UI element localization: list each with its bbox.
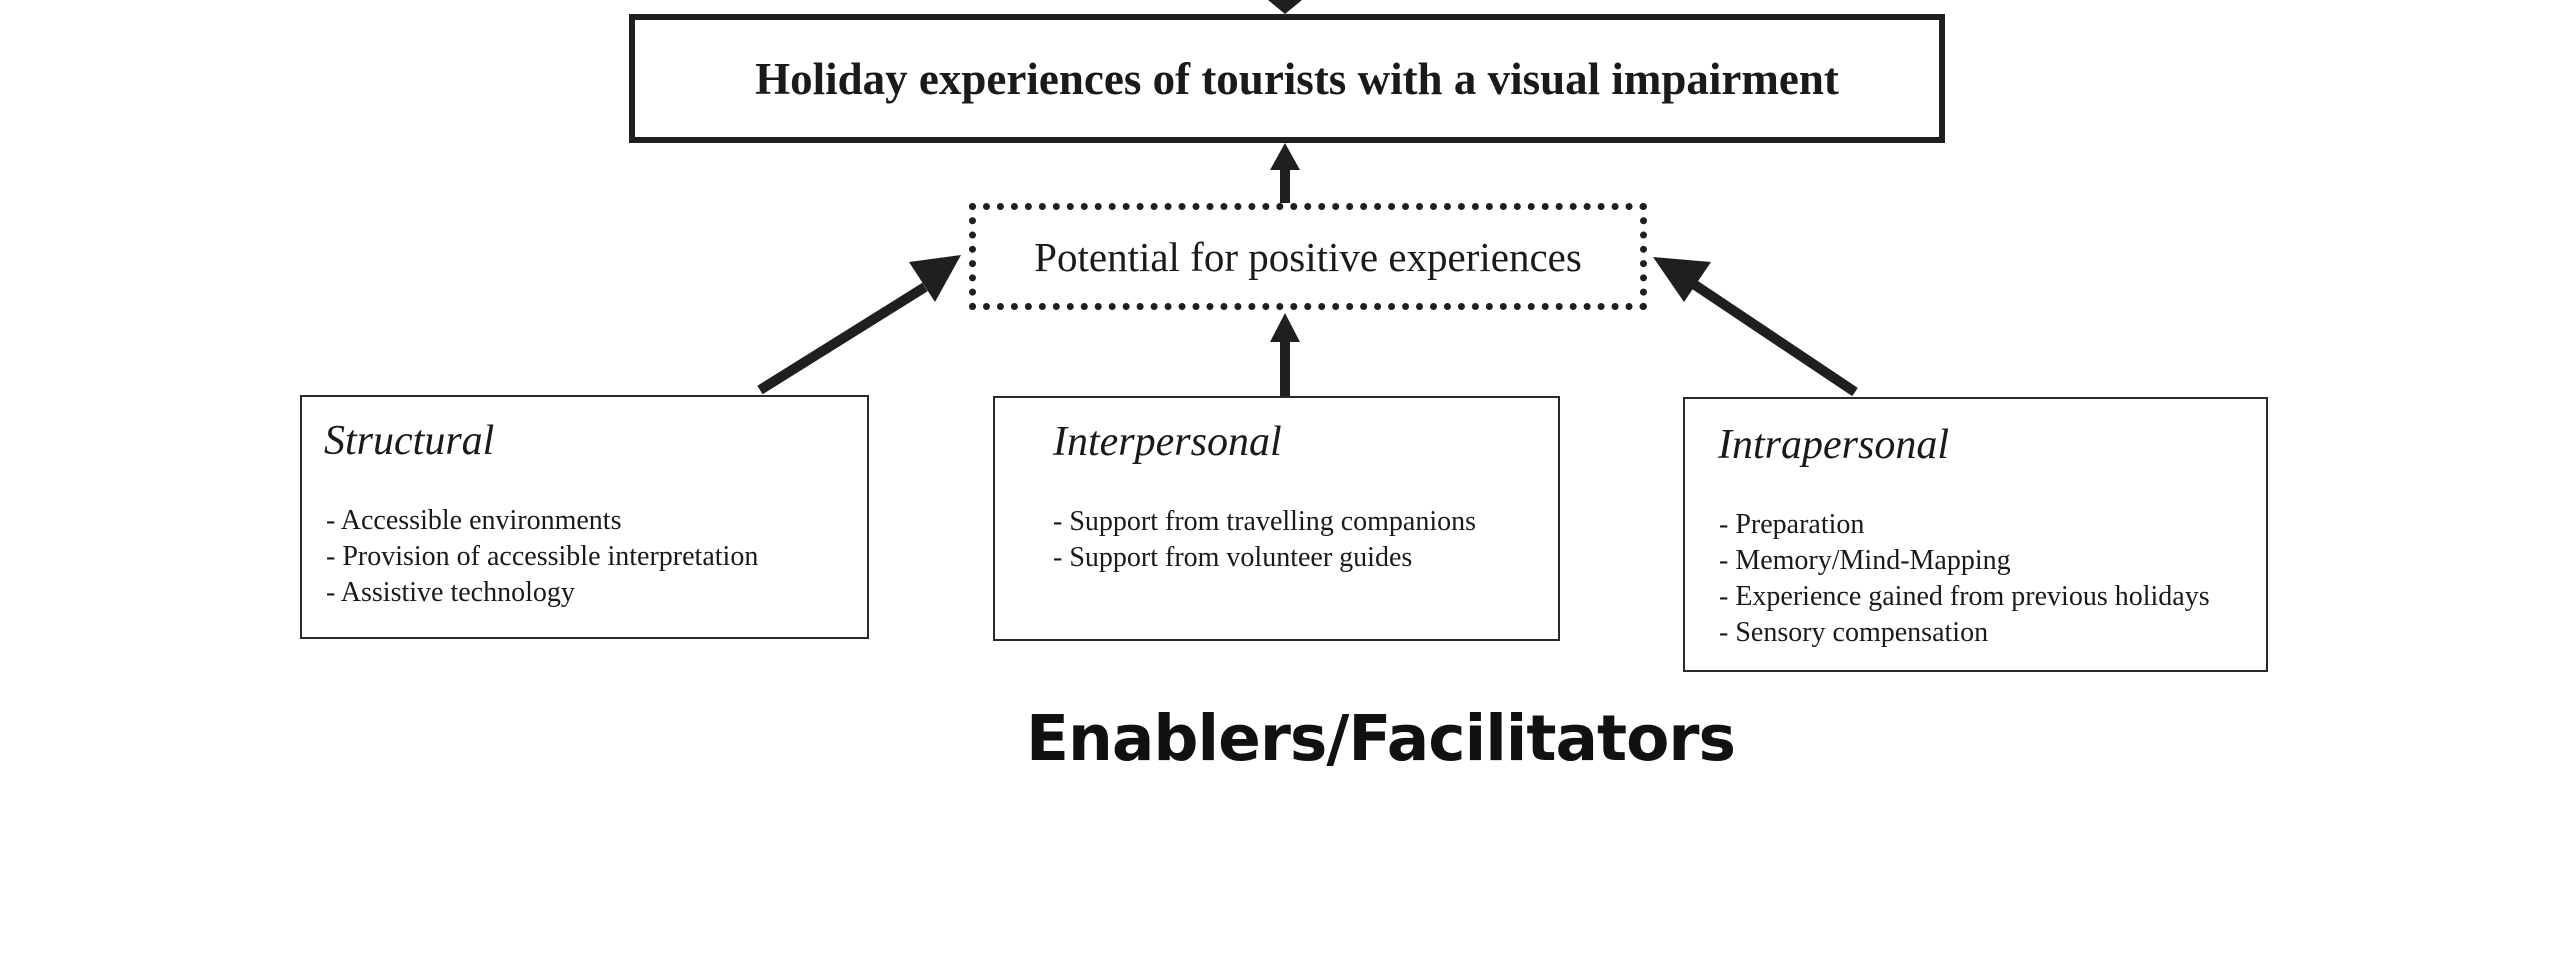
interpersonal-title: Interpersonal bbox=[1053, 419, 1282, 465]
interpersonal-item: - Support from volunteer guides bbox=[1053, 542, 1413, 573]
intrapersonal-item: - Sensory compensation bbox=[1719, 617, 1989, 648]
structural-factor-box: Structural - Accessible environments - P… bbox=[300, 395, 869, 639]
potential-experiences-box: Potential for positive experiences bbox=[969, 203, 1647, 310]
top-incoming-arrow bbox=[1268, 0, 1302, 14]
intrapersonal-item: - Experience gained from previous holida… bbox=[1719, 581, 2210, 612]
structural-item: - Provision of accessible interpretation bbox=[326, 541, 759, 572]
main-outcome-box: Holiday experiences of tourists with a v… bbox=[629, 14, 1945, 143]
arrow-interpersonal-to-potential bbox=[1270, 313, 1300, 396]
intrapersonal-item: - Preparation bbox=[1719, 509, 1865, 540]
interpersonal-factor-box: Interpersonal - Support from travelling … bbox=[993, 396, 1560, 641]
intrapersonal-factor-box: Intrapersonal - Preparation - Memory/Min… bbox=[1683, 397, 2268, 672]
intrapersonal-items: - Preparation - Memory/Mind-Mapping - Ex… bbox=[1719, 507, 2210, 651]
structural-title: Structural bbox=[324, 418, 495, 464]
interpersonal-items: - Support from travelling companions - S… bbox=[1053, 504, 1476, 576]
main-outcome-title: Holiday experiences of tourists with a v… bbox=[755, 53, 1839, 104]
arrow-potential-to-main bbox=[1270, 143, 1300, 203]
intrapersonal-title: Intrapersonal bbox=[1718, 422, 1949, 468]
enablers-facilitators-label: Enablers/Facilitators bbox=[1026, 702, 1736, 775]
potential-experiences-label: Potential for positive experiences bbox=[1034, 233, 1582, 280]
structural-item: - Assistive technology bbox=[326, 577, 575, 608]
structural-item: - Accessible environments bbox=[326, 505, 622, 536]
structural-items: - Accessible environments - Provision of… bbox=[326, 503, 758, 611]
interpersonal-item: - Support from travelling companions bbox=[1053, 506, 1477, 537]
arrow-intrapersonal-to-potential bbox=[1653, 257, 1858, 397]
arrow-structural-to-potential bbox=[757, 255, 961, 395]
intrapersonal-item: - Memory/Mind-Mapping bbox=[1719, 545, 2011, 576]
